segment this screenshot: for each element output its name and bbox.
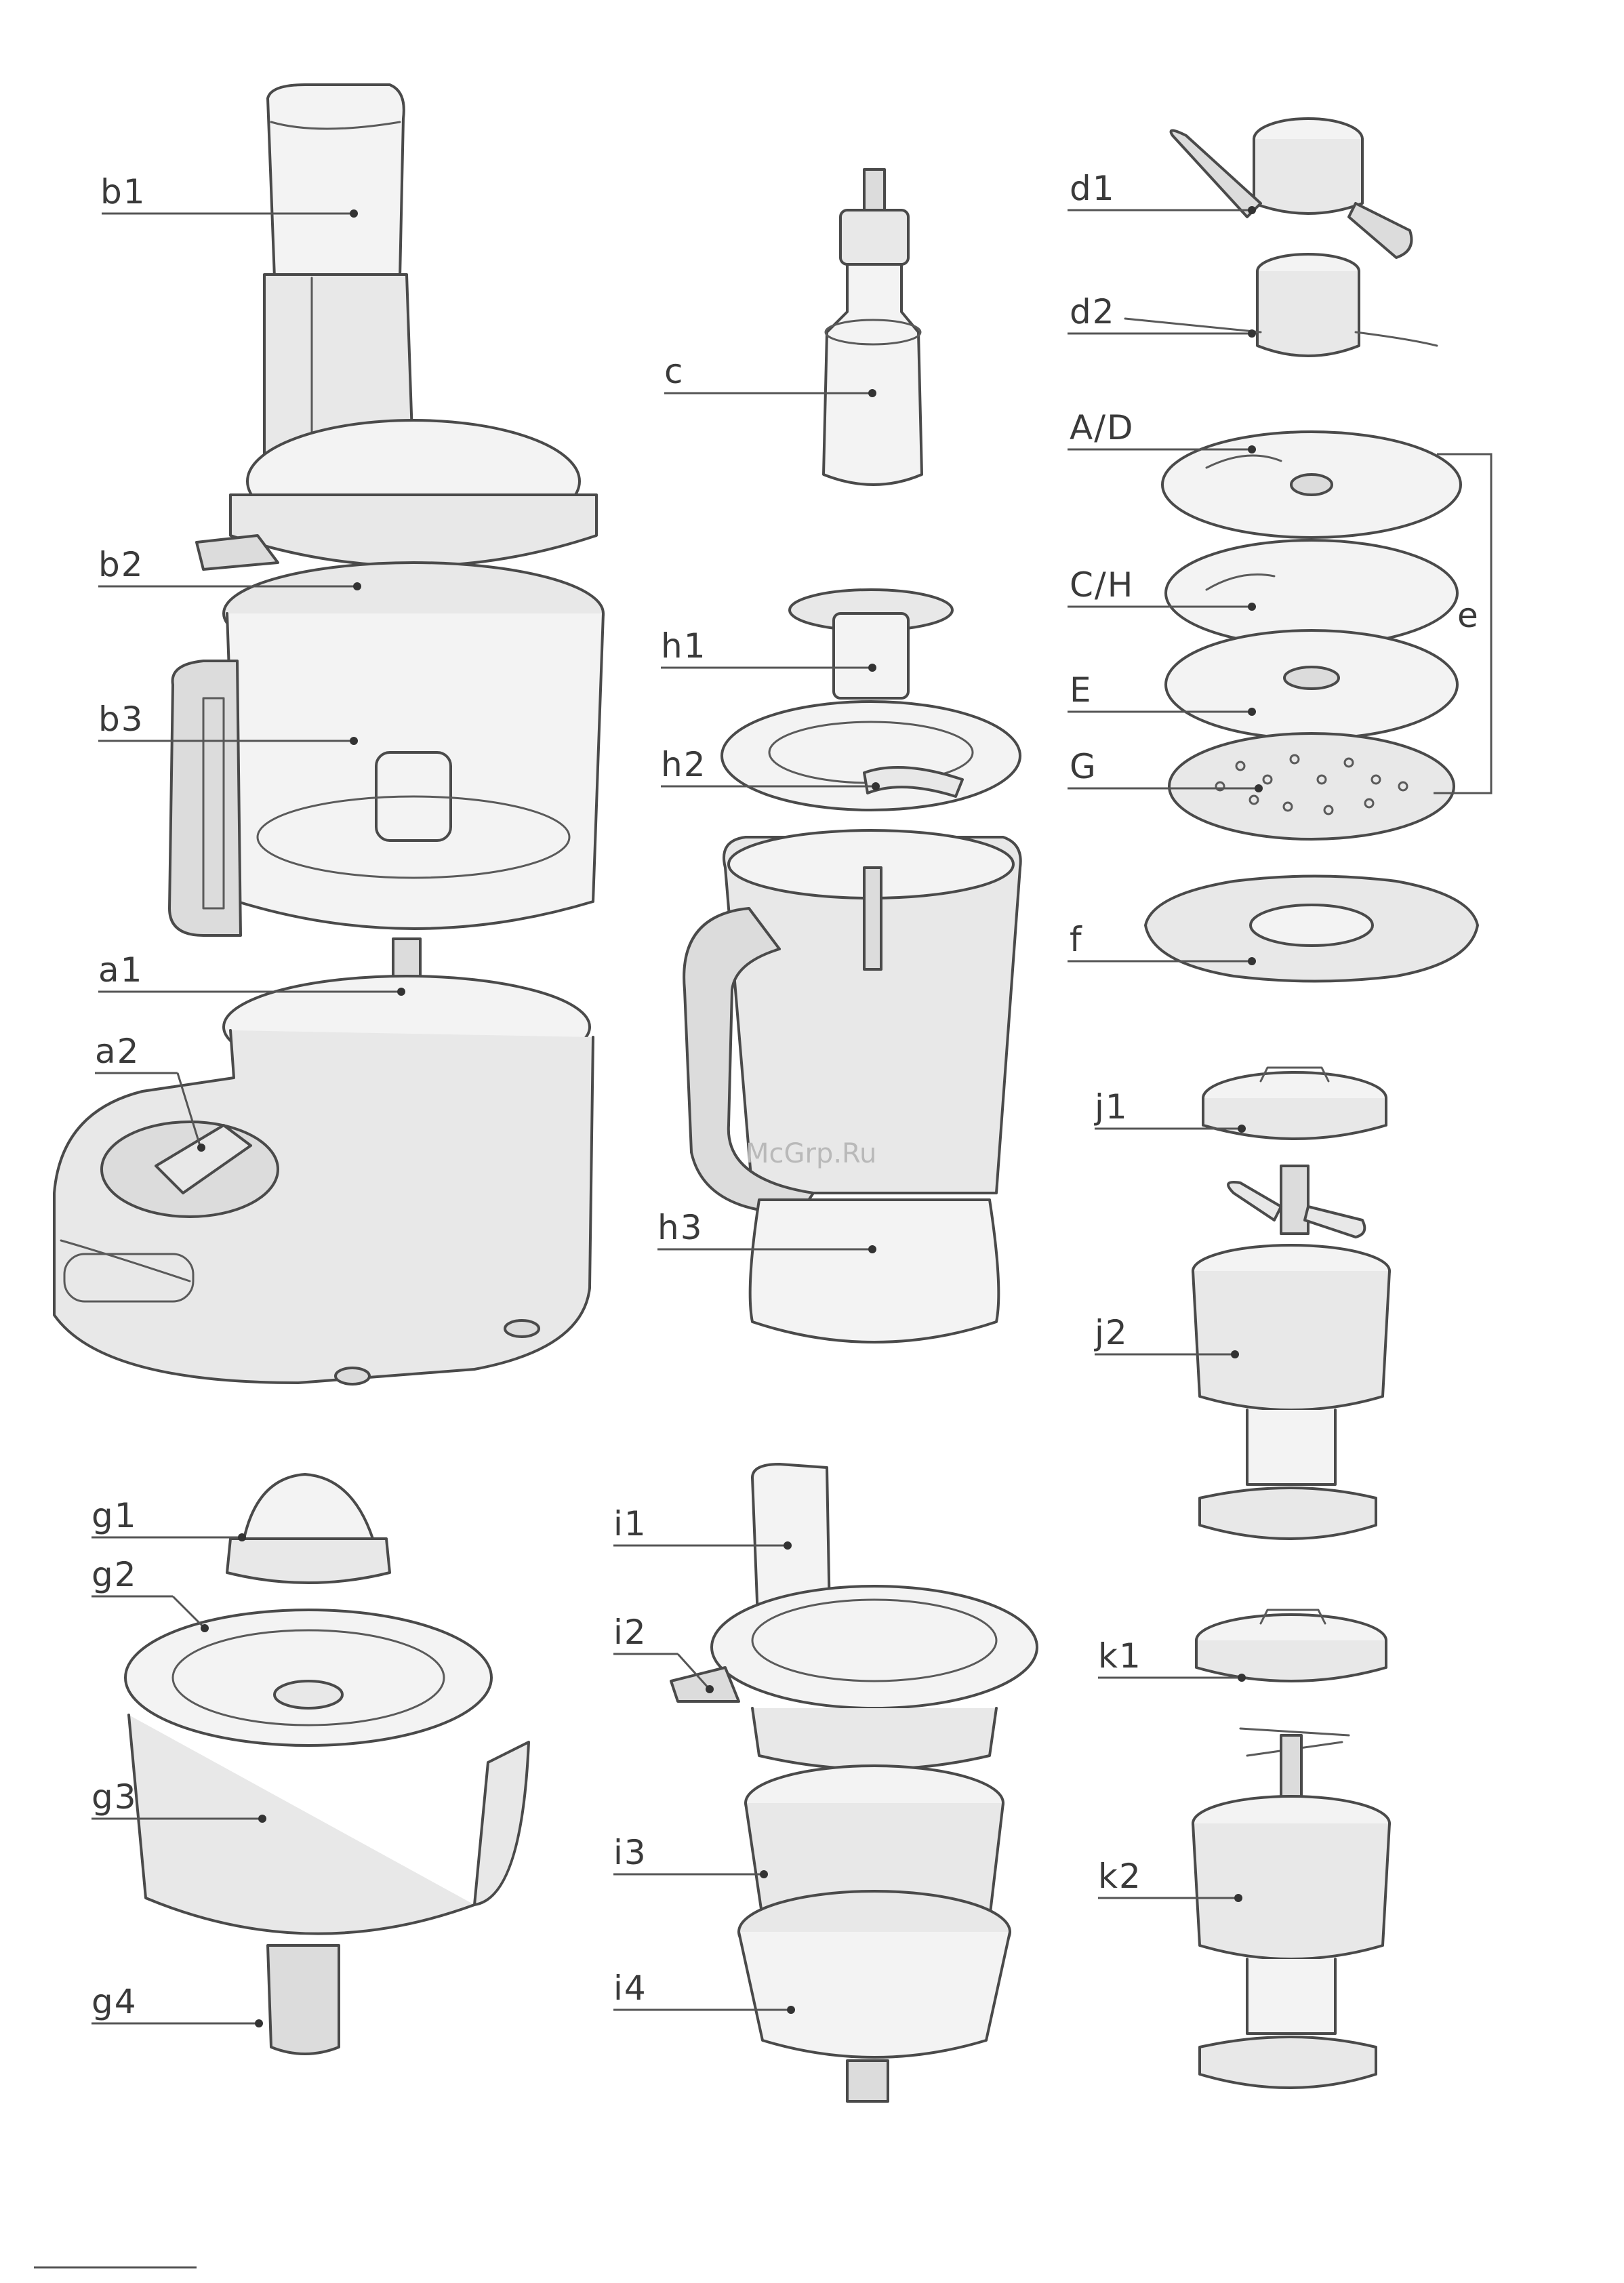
label-d2: d2 [1070,292,1116,331]
label-g3: g3 [92,1777,138,1817]
label-g4: g4 [92,1982,138,2021]
watermark: McGrp.Ru [746,1138,876,1169]
label-c: c [664,352,685,391]
citrus-press-illustration [125,1474,529,2054]
label-a1: a1 [98,950,143,990]
label-g2: g2 [92,1555,138,1594]
label-g-disc: G [1070,747,1097,786]
label-i3: i3 [613,1833,647,1872]
label-b2: b2 [98,545,144,584]
label-j2: j2 [1094,1313,1129,1352]
blender-illustration [684,590,1021,1342]
label-h2: h2 [661,745,707,784]
label-f: f [1070,920,1083,959]
label-j1: j1 [1094,1087,1129,1127]
label-e-disc: E [1070,670,1093,710]
label-h1: h1 [661,626,707,666]
label-a2: a2 [95,1032,140,1071]
blades-and-discs-illustration [1125,119,1491,2088]
label-a-d-disc: A/D [1070,408,1135,447]
label-c-h-disc: C/H [1070,565,1134,605]
label-i1: i1 [613,1504,647,1543]
label-e-group: e [1457,596,1480,635]
label-k1: k1 [1098,1636,1142,1676]
juice-extractor-illustration [671,1464,1037,2101]
label-g1: g1 [92,1496,138,1535]
label-i2: i2 [613,1613,647,1652]
label-b1: b1 [100,172,146,211]
emulsifying-disc-support-illustration [824,169,922,485]
label-b3: b3 [98,700,144,739]
label-d1: d1 [1070,169,1116,208]
label-h3: h3 [657,1208,704,1247]
label-k2: k2 [1098,1857,1142,1896]
label-i4: i4 [613,1968,647,2008]
